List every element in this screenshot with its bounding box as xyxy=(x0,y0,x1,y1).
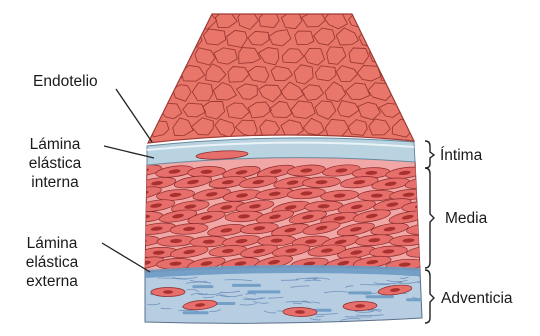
endothelium-layer xyxy=(148,14,414,143)
endothelial-cell xyxy=(161,29,183,46)
elastic-fiber xyxy=(366,295,394,298)
endothelial-cell xyxy=(150,10,171,28)
label-media: Media xyxy=(445,209,487,228)
label-lamina-interna-line3: interna xyxy=(10,173,100,192)
collagen-fiber xyxy=(418,275,444,276)
endothelial-cell xyxy=(403,65,425,81)
endothelial-cell xyxy=(404,103,424,117)
label-adventicia: Adventicia xyxy=(441,289,513,308)
media-bracket xyxy=(425,168,434,268)
elastic-fiber xyxy=(183,311,209,314)
label-lamina-elastica-interna: Lámina elástica interna xyxy=(10,135,100,192)
endothelial-cell xyxy=(184,29,202,47)
endothelial-cell xyxy=(380,29,403,47)
endothelial-cell xyxy=(147,85,171,102)
endothelial-cell xyxy=(370,13,391,27)
intima-bracket xyxy=(425,141,434,168)
endothelial-cell xyxy=(392,49,411,65)
label-lamina-externa-line1: Lámina xyxy=(6,234,98,253)
label-lamina-interna-line2: elástica xyxy=(10,154,100,173)
elastic-fiber xyxy=(192,285,213,288)
endothelial-cell xyxy=(150,48,171,63)
elastic-fiber xyxy=(232,284,261,287)
smooth-muscle-cells xyxy=(121,163,444,272)
label-lamina-elastica-externa: Lámina elástica externa xyxy=(6,234,98,291)
label-intima: Íntima xyxy=(440,146,482,165)
adventicia-bracket xyxy=(425,270,434,323)
lamina-externa-leader xyxy=(102,243,150,272)
endothelial-cell xyxy=(392,12,412,29)
endotelio-leader xyxy=(116,89,152,142)
label-endotelio: Endotelio xyxy=(33,72,98,91)
fibroblast xyxy=(283,307,317,317)
endothelial-cell xyxy=(171,12,193,27)
endothelial-cell xyxy=(401,30,425,47)
fibroblast xyxy=(151,287,185,296)
elastic-fiber xyxy=(247,290,280,293)
label-lamina-externa-line3: externa xyxy=(6,272,98,291)
label-lamina-externa-line2: elástica xyxy=(6,253,98,272)
label-lamina-interna-line1: Lámina xyxy=(10,135,100,154)
elastic-fiber xyxy=(348,291,371,294)
